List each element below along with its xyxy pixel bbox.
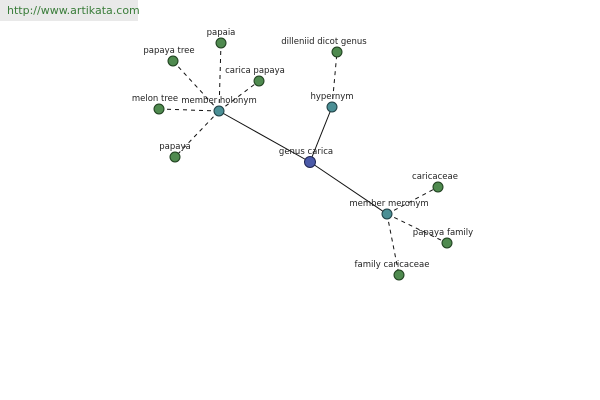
node-hypernym[interactable] [326, 101, 338, 113]
node-label-carica-papaya[interactable]: carica papaya [225, 66, 285, 76]
node-label-center[interactable]: genus carica [279, 147, 333, 157]
edge-center-to-holonym [218, 110, 311, 163]
edge-holonym-to-papaya [174, 110, 220, 158]
node-papaya[interactable] [169, 151, 181, 163]
edge-center-to-meronym [309, 161, 388, 215]
node-caricaceae[interactable] [432, 181, 444, 193]
node-papaia[interactable] [215, 37, 227, 49]
node-label-caricaceae[interactable]: caricaceae [412, 172, 458, 182]
node-label-papaya-tree[interactable]: papaya tree [143, 46, 194, 56]
node-label-papaia[interactable]: papaia [207, 28, 236, 38]
node-carica-papaya[interactable] [253, 75, 265, 87]
edge-meronym-to-family-caricaceae [386, 213, 400, 276]
node-label-family-caricaceae[interactable]: family caricaceae [355, 260, 430, 270]
node-family-caricaceae[interactable] [393, 269, 405, 281]
graph-labels: genus carica member holonym hypernym member… [132, 28, 473, 270]
edge-hypernym-to-dilleniid-dicot-genus [331, 51, 338, 108]
edge-meronym-to-papaya-family [386, 213, 448, 244]
node-papaya-family[interactable] [441, 237, 453, 249]
edge-holonym-to-melon-tree [158, 108, 220, 112]
node-holonym[interactable] [213, 105, 225, 117]
node-label-hypernym[interactable]: hypernym [310, 92, 353, 102]
node-label-meronym[interactable]: member meronym [349, 199, 428, 209]
node-meronym[interactable] [381, 208, 393, 220]
edge-holonym-to-papaya-tree [172, 60, 220, 112]
graph-edges [158, 42, 448, 276]
node-label-papaya-family[interactable]: papaya family [413, 228, 473, 238]
graph-nodes [153, 37, 453, 281]
node-center[interactable] [304, 156, 316, 168]
source-link[interactable]: http://www.artikata.com [0, 0, 140, 21]
node-papaya-tree[interactable] [167, 55, 179, 67]
edge-holonym-to-carica-papaya [218, 80, 260, 112]
edge-meronym-to-caricaceae [386, 186, 439, 215]
node-melon-tree[interactable] [153, 103, 165, 115]
edge-center-to-hypernym [309, 106, 333, 163]
node-label-papaya[interactable]: papaya [159, 142, 190, 152]
node-label-holonym[interactable]: member holonym [181, 96, 256, 106]
node-dilleniid-dicot-genus[interactable] [331, 46, 343, 58]
edge-holonym-to-papaia [218, 42, 222, 112]
node-label-melon-tree[interactable]: melon tree [132, 94, 178, 104]
node-label-dilleniid-dicot-genus[interactable]: dilleniid dicot genus [281, 37, 367, 47]
